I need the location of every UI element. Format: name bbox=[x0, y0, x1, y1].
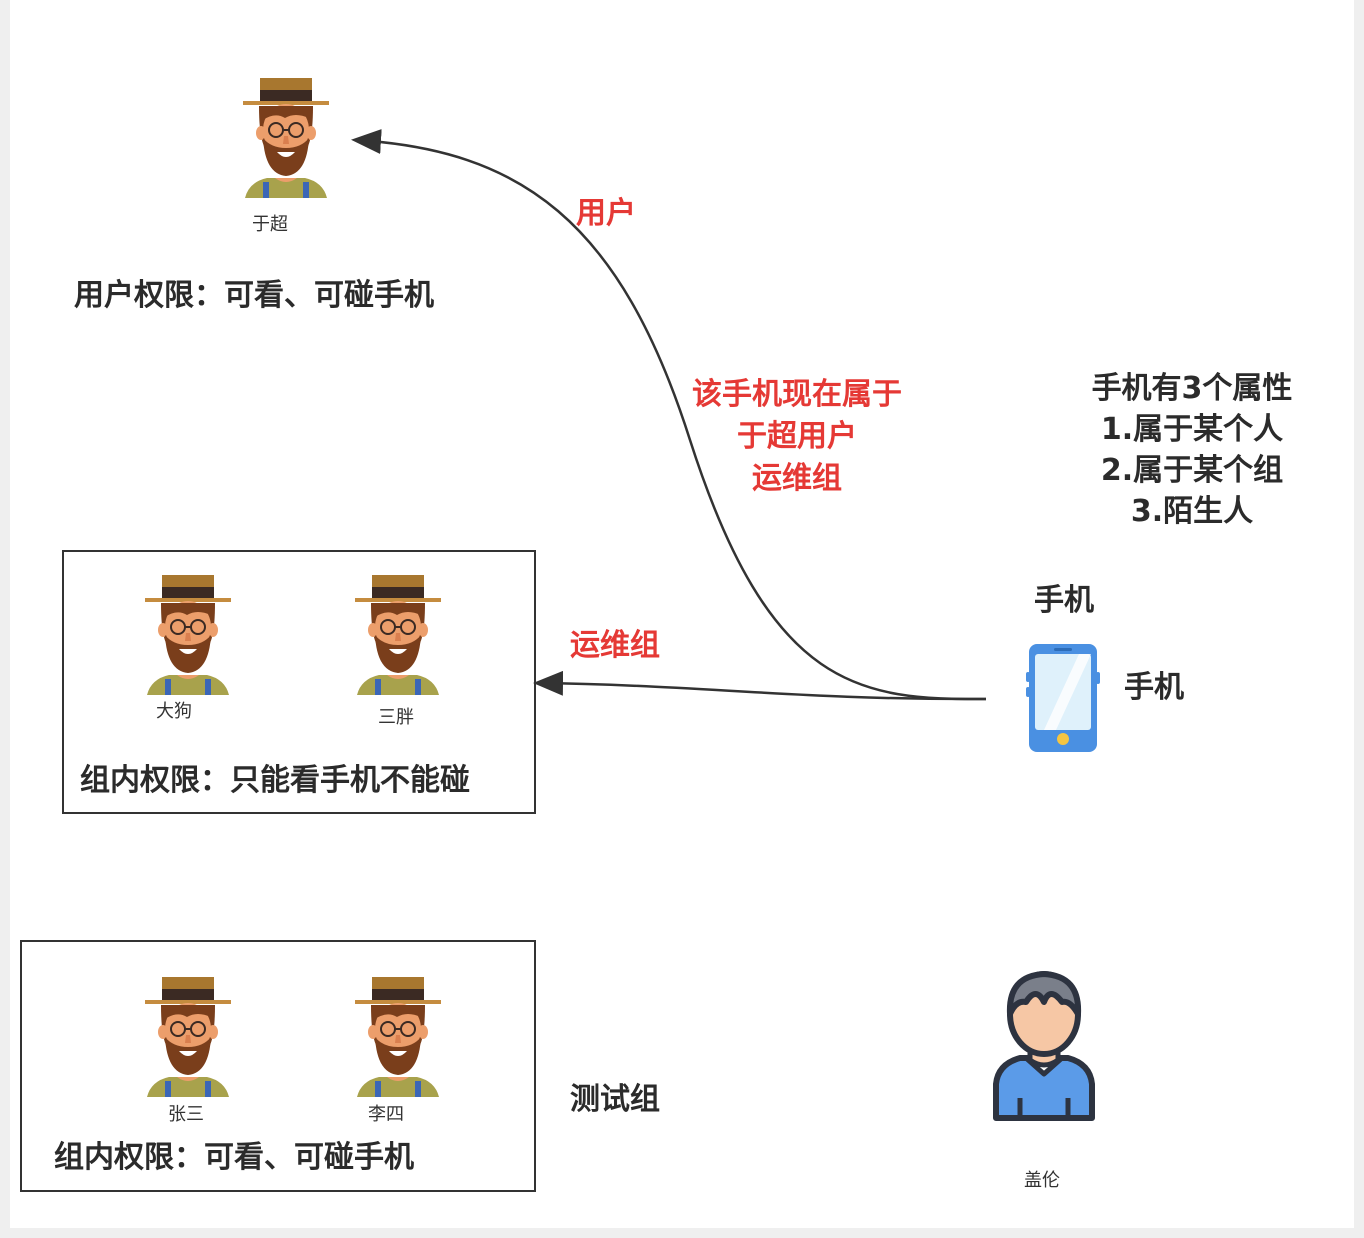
arrow-to-group bbox=[533, 670, 987, 701]
ops-group-box bbox=[62, 550, 536, 814]
person-name-zhangsan: 张三 bbox=[168, 1104, 204, 1125]
farmer-avatar-icon bbox=[242, 78, 330, 199]
farmer-avatar-icon bbox=[354, 977, 442, 1098]
test-group-label: 测试组 bbox=[570, 1082, 660, 1117]
person-name-lisi: 李四 bbox=[368, 1104, 404, 1125]
phone-icon bbox=[1026, 644, 1100, 752]
person-name-yuchao: 于超 bbox=[252, 214, 288, 235]
person-name-dagou: 大狗 bbox=[156, 701, 192, 722]
ops-group-permission-label: 组内权限：只能看手机不能碰 bbox=[80, 763, 470, 798]
farmer-avatar-icon bbox=[354, 575, 442, 696]
farmer-avatar-icon bbox=[144, 977, 232, 1098]
ownership-note: 该手机现在属于 于超用户 运维组 bbox=[672, 374, 922, 500]
user-permission-label: 用户权限：可看、可碰手机 bbox=[74, 278, 434, 313]
ownership-line-1: 该手机现在属于 bbox=[692, 377, 902, 412]
person-avatar-icon bbox=[993, 971, 1095, 1121]
diagram-canvas bbox=[10, 0, 1354, 1228]
phone-right-label: 手机 bbox=[1124, 670, 1184, 705]
attributes-title: 手机有3个属性 bbox=[1091, 371, 1293, 406]
ownership-line-3: 运维组 bbox=[752, 461, 842, 496]
person-name-gailun: 盖伦 bbox=[1024, 1170, 1060, 1191]
farmer-avatar-icon bbox=[144, 575, 232, 696]
test-group-permission-label: 组内权限：可看、可碰手机 bbox=[54, 1140, 414, 1175]
arrow-group-label: 运维组 bbox=[570, 628, 660, 663]
test-group-box bbox=[20, 940, 536, 1192]
person-name-sanpang: 三胖 bbox=[378, 707, 414, 728]
phone-attributes-note: 手机有3个属性 1.属于某个人 2.属于某个组 3.陌生人 bbox=[1062, 368, 1322, 532]
arrow-to-user bbox=[351, 129, 987, 701]
attribute-item: 3.陌生人 bbox=[1130, 494, 1254, 529]
arrow-user-label: 用户 bbox=[576, 196, 636, 231]
ownership-line-2: 于超用户 bbox=[737, 419, 857, 454]
phone-top-label: 手机 bbox=[1034, 583, 1094, 618]
attribute-item: 1.属于某个人 bbox=[1100, 412, 1284, 447]
attribute-item: 2.属于某个组 bbox=[1100, 453, 1284, 488]
